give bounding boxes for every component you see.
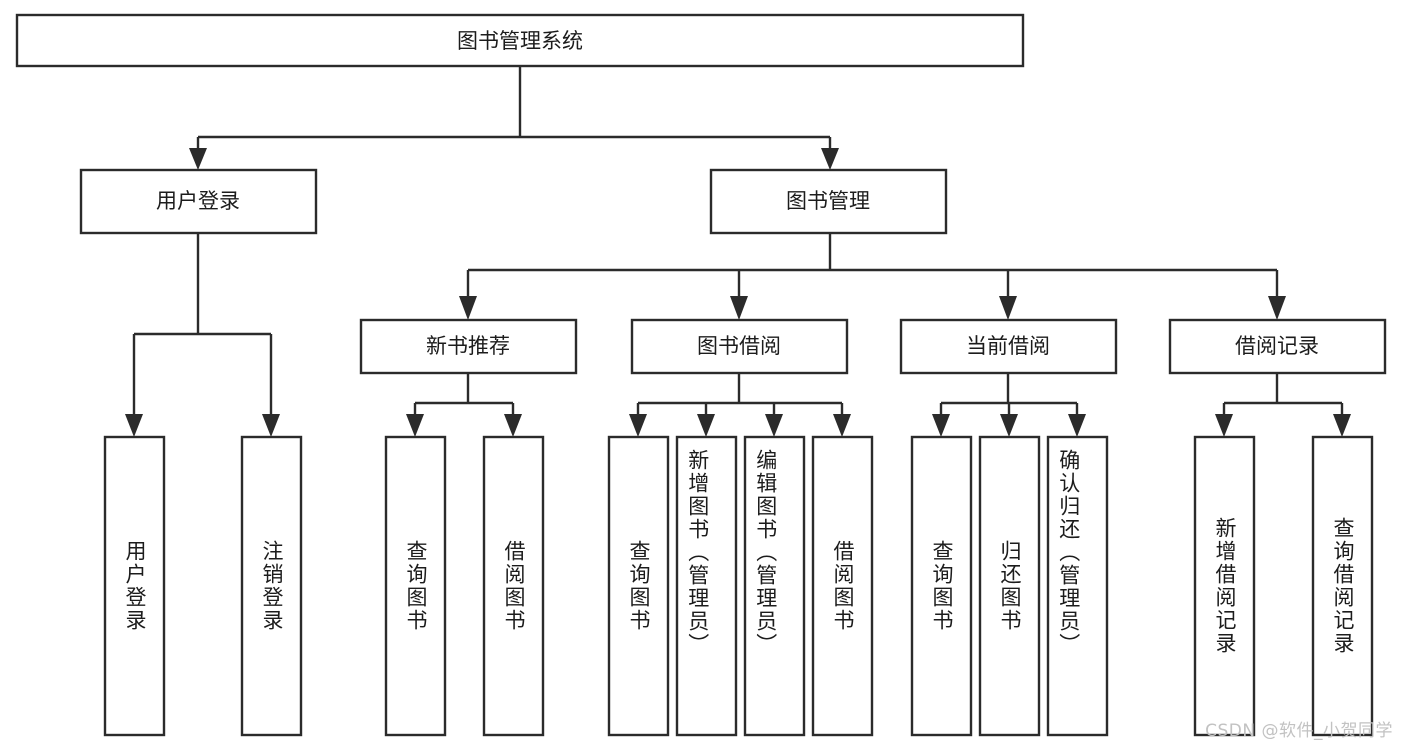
leaf-query-book-current[interactable]: 查询图书 <box>910 435 973 737</box>
node-label: 图书管理 <box>786 189 870 213</box>
leaf-add-borrow-record[interactable]: 新增借阅记录 <box>1193 435 1256 737</box>
node-label: 编辑图书（管理员） <box>754 449 778 656</box>
node-box <box>709 168 948 235</box>
arrowhead-user-login <box>189 148 207 170</box>
node-user-login[interactable]: 用户登录 <box>79 168 318 235</box>
leaf-logout[interactable]: 注销登录 <box>240 435 303 737</box>
node-box <box>607 435 670 737</box>
node-label: 图书管理系统 <box>457 29 583 53</box>
leaf-confirm-return-admin[interactable]: 确认归还（管理员） <box>1046 435 1109 737</box>
leaf-add-book-admin[interactable]: 新增图书（管理员） <box>675 435 738 737</box>
arrowhead-leaf-logout <box>262 414 280 437</box>
node-box <box>79 168 318 235</box>
arrowhead-br-leaf-1 <box>1215 414 1233 437</box>
arrowhead-cb-leaf-1 <box>932 414 950 437</box>
leaf-edit-book-admin[interactable]: 编辑图书（管理员） <box>743 435 806 737</box>
node-box <box>743 435 806 737</box>
node-current-borrowing[interactable]: 当前借阅 <box>899 318 1118 375</box>
node-box <box>482 435 545 737</box>
arrowhead-new-book-rec <box>459 296 477 320</box>
node-label: 新增图书（管理员） <box>686 449 710 656</box>
node-label: 借阅图书 <box>831 540 855 632</box>
node-box <box>1168 318 1387 375</box>
leaf-borrow-book-new-rec[interactable]: 借阅图书 <box>482 435 545 737</box>
connector-group-user-login-children <box>125 233 280 437</box>
node-box <box>15 13 1025 68</box>
connector-group-current-borrow-children <box>932 373 1086 437</box>
arrowhead-cb-leaf-2 <box>1000 414 1018 437</box>
leaf-return-book[interactable]: 归还图书 <box>978 435 1041 737</box>
arrowhead-nbr-leaf-1 <box>406 414 424 437</box>
node-box <box>899 318 1118 375</box>
node-box <box>1311 435 1374 737</box>
arrowhead-borrow-record <box>1268 296 1286 320</box>
connector-group-new-book-rec-children <box>406 373 522 437</box>
node-new-book-recommendation[interactable]: 新书推荐 <box>359 318 578 375</box>
arrowhead-bb-leaf-3 <box>765 414 783 437</box>
arrowhead-nbr-leaf-2 <box>504 414 522 437</box>
arrowhead-leaf-user-login <box>125 414 143 437</box>
node-label: 查询图书 <box>404 540 428 632</box>
leaf-query-book-borrowing[interactable]: 查询图书 <box>607 435 670 737</box>
node-borrowing-record[interactable]: 借阅记录 <box>1168 318 1387 375</box>
node-label: 当前借阅 <box>966 334 1050 358</box>
node-label: 注销登录 <box>260 540 284 632</box>
arrowhead-br-leaf-2 <box>1333 414 1351 437</box>
node-label: 新书推荐 <box>426 334 510 358</box>
leaf-query-book-new-rec[interactable]: 查询图书 <box>384 435 447 737</box>
arrowhead-current-borrow <box>999 296 1017 320</box>
node-book-management[interactable]: 图书管理 <box>709 168 948 235</box>
node-box <box>1193 435 1256 737</box>
node-box <box>103 435 166 737</box>
connector-group-book-mgmt-children <box>459 233 1286 320</box>
arrowhead-book-borrow <box>730 296 748 320</box>
node-box <box>359 318 578 375</box>
node-label: 归还图书 <box>998 540 1022 632</box>
arrowhead-cb-leaf-3 <box>1068 414 1086 437</box>
leaf-query-borrow-record[interactable]: 查询借阅记录 <box>1311 435 1374 737</box>
node-label: 确认归还（管理员） <box>1057 449 1081 656</box>
connector-group-book-borrow-children <box>629 373 851 437</box>
node-label: 用户登录 <box>156 189 240 213</box>
node-box <box>978 435 1041 737</box>
node-box <box>1046 435 1109 737</box>
node-label: 用户登录 <box>123 540 147 632</box>
node-root-book-management-system[interactable]: 图书管理系统 <box>15 13 1025 68</box>
node-label: 查询借阅记录 <box>1331 517 1355 655</box>
leaf-borrow-book-borrowing[interactable]: 借阅图书 <box>811 435 874 737</box>
node-book-borrowing[interactable]: 图书借阅 <box>630 318 849 375</box>
connector-group-borrow-record-children <box>1215 373 1351 437</box>
arrowhead-book-mgmt <box>821 148 839 170</box>
connector-group-root-to-level2 <box>189 66 839 170</box>
csdn-watermark: CSDN @软件_小贺同学 <box>1205 721 1393 741</box>
node-box <box>630 318 849 375</box>
node-box <box>240 435 303 737</box>
node-box <box>811 435 874 737</box>
node-box <box>384 435 447 737</box>
node-label: 查询图书 <box>627 540 651 632</box>
arrowhead-bb-leaf-2 <box>697 414 715 437</box>
leaf-user-login[interactable]: 用户登录 <box>103 435 166 737</box>
arrowhead-bb-leaf-4 <box>833 414 851 437</box>
node-label: 新增借阅记录 <box>1213 517 1237 655</box>
node-box <box>675 435 738 737</box>
node-label: 借阅图书 <box>502 540 526 632</box>
arrowhead-bb-leaf-1 <box>629 414 647 437</box>
node-label: 查询图书 <box>930 540 954 632</box>
node-box <box>910 435 973 737</box>
node-label: 图书借阅 <box>697 334 781 358</box>
node-label: 借阅记录 <box>1235 334 1319 358</box>
